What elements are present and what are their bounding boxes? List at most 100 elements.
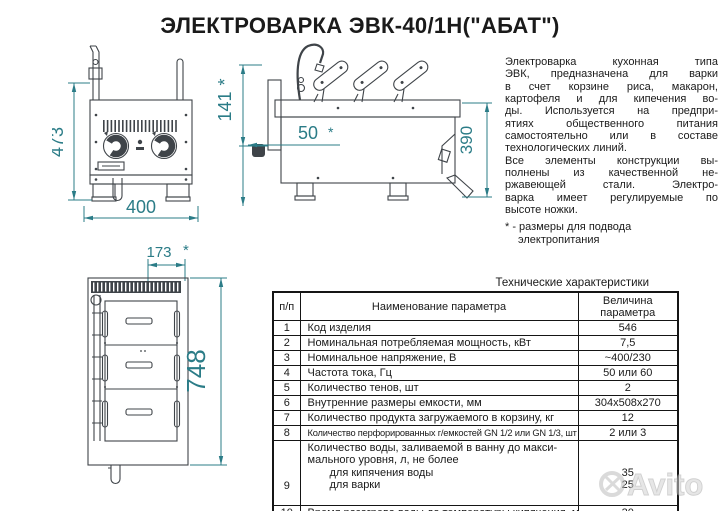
text-line: технологических линий. xyxy=(505,142,627,155)
text-line: ды. Используется на предпри- xyxy=(505,105,718,118)
text-line: ржавеющей стали. Электро- xyxy=(505,179,718,192)
body-outline xyxy=(280,116,456,184)
side-rails xyxy=(101,310,181,428)
basket-stack xyxy=(104,300,178,442)
text-line: Все элементы конструкции вы- xyxy=(505,154,718,167)
basket-slot xyxy=(125,317,153,325)
body-outline xyxy=(89,99,193,176)
text-line: в счет корзине риса, макарон, xyxy=(505,80,718,93)
text-line: варка имеет регулируемые по xyxy=(505,191,718,204)
dimension-141: 141* xyxy=(218,64,268,206)
table-cell: Количество тенов, шт xyxy=(299,380,579,396)
drain-pipe xyxy=(112,178,123,202)
dimension-50: 50 * xyxy=(248,123,340,148)
drain-pipe xyxy=(108,465,121,485)
text-line: * - размеры для подвода xyxy=(505,221,632,233)
table-cell: ~400/230 xyxy=(577,350,679,366)
leg xyxy=(166,183,190,198)
page-title: ЭЛЕКТРОВАРКА ЭВК-40/1Н("АБАТ") xyxy=(160,13,560,38)
table-cell: 5 xyxy=(272,380,301,396)
handle-icon xyxy=(176,58,184,100)
dimension-390: 390 xyxy=(457,102,492,198)
table-cell: Количество перфорированных г/емкостей GN… xyxy=(299,425,579,441)
dimension-label: 400 xyxy=(126,197,156,217)
asterisk-mark: * xyxy=(183,243,189,259)
cabinet-outline xyxy=(87,277,189,466)
control-knob xyxy=(150,131,178,160)
table-cell: Частота тока, Гц xyxy=(299,365,579,381)
power-inlet xyxy=(252,144,265,157)
table-cell: Номинальная потребляемая мощность, кВт xyxy=(299,335,579,351)
dimension-400: 400 xyxy=(83,197,199,222)
table-cell: 304x508x270 xyxy=(577,395,679,411)
dimension-label: 173 xyxy=(146,244,171,261)
table-cell: 50 или 60 xyxy=(577,365,679,381)
leg xyxy=(92,183,116,198)
label-plate xyxy=(97,161,125,171)
table-cell: Количество воды, заливаемой в ванну до м… xyxy=(299,440,579,506)
table-cell: 2 или 3 xyxy=(577,425,679,441)
basket-slot xyxy=(125,361,153,369)
table-row: 10Время разогрева воды до температуры ки… xyxy=(272,505,679,511)
table-cell: 2 xyxy=(577,380,679,396)
text-line: электропитания xyxy=(518,233,600,246)
specs-table: п/п Наименование параметра Величина пара… xyxy=(272,291,679,511)
faucet-icon xyxy=(296,43,325,101)
text-line: Электроварка кухонная типа xyxy=(505,56,718,68)
backsplash xyxy=(267,79,282,151)
dimension-label: 473 xyxy=(52,127,67,157)
table-header-row: п/п Наименование параметра Величина пара… xyxy=(272,291,679,321)
asterisk-mark: * xyxy=(328,124,334,140)
control-recess xyxy=(441,133,456,174)
column-header: Наименование параметра xyxy=(299,291,579,321)
table-cell: 12 xyxy=(577,410,679,426)
basket-handle xyxy=(353,60,389,103)
pilot-lamp-icon xyxy=(137,139,143,145)
stand-pipe xyxy=(90,294,102,441)
dimension-label: 390 xyxy=(457,126,476,154)
column-header: Величина параметра xyxy=(577,291,679,321)
dimension-173: 173 * xyxy=(146,243,189,281)
table-cell: Код изделия xyxy=(299,320,579,336)
table-cell: 2 xyxy=(272,335,301,351)
text-line: полнены из качественной не- xyxy=(505,167,718,180)
control-knob xyxy=(102,131,130,160)
text-line: высоте ножки. xyxy=(505,204,578,217)
table-cell: Время разогрева воды до температуры кипя… xyxy=(299,505,579,511)
rivets xyxy=(94,113,188,181)
specs-caption: Технические характеристики xyxy=(495,277,649,289)
drain-tap xyxy=(446,174,474,199)
table-cell: 6 xyxy=(272,395,301,411)
table-cell: 546 xyxy=(577,320,679,336)
countertop xyxy=(274,99,461,118)
dimension-label: 50 xyxy=(298,123,318,143)
side-view-drawing: 141* 50 * 390 xyxy=(218,43,492,206)
table-cell: 1 xyxy=(272,320,301,336)
leg xyxy=(296,182,314,197)
table-cell: Внутренние размеры емкости, мм xyxy=(299,395,579,411)
table-cell: 7,5 xyxy=(577,335,679,351)
specs-table-body: п/п Наименование параметра Величина пара… xyxy=(272,291,679,511)
table-cell: 7 xyxy=(272,410,301,426)
dimension-748: 748 xyxy=(181,277,227,466)
dimension-label: 748 xyxy=(181,349,211,392)
faucet-icon xyxy=(89,45,100,100)
table-cell: 30 xyxy=(577,505,679,511)
text-line: самостоятельно или в составе xyxy=(505,130,718,143)
text-line: ЭВК, предназначена для варки xyxy=(505,68,718,81)
text-line: ятиях общественного питания xyxy=(505,117,718,130)
leg xyxy=(389,182,407,197)
table-cell: 10 xyxy=(272,505,301,511)
basket-slot xyxy=(125,408,153,416)
table-cell: Количество продукта загружаемого в корзи… xyxy=(299,410,579,426)
